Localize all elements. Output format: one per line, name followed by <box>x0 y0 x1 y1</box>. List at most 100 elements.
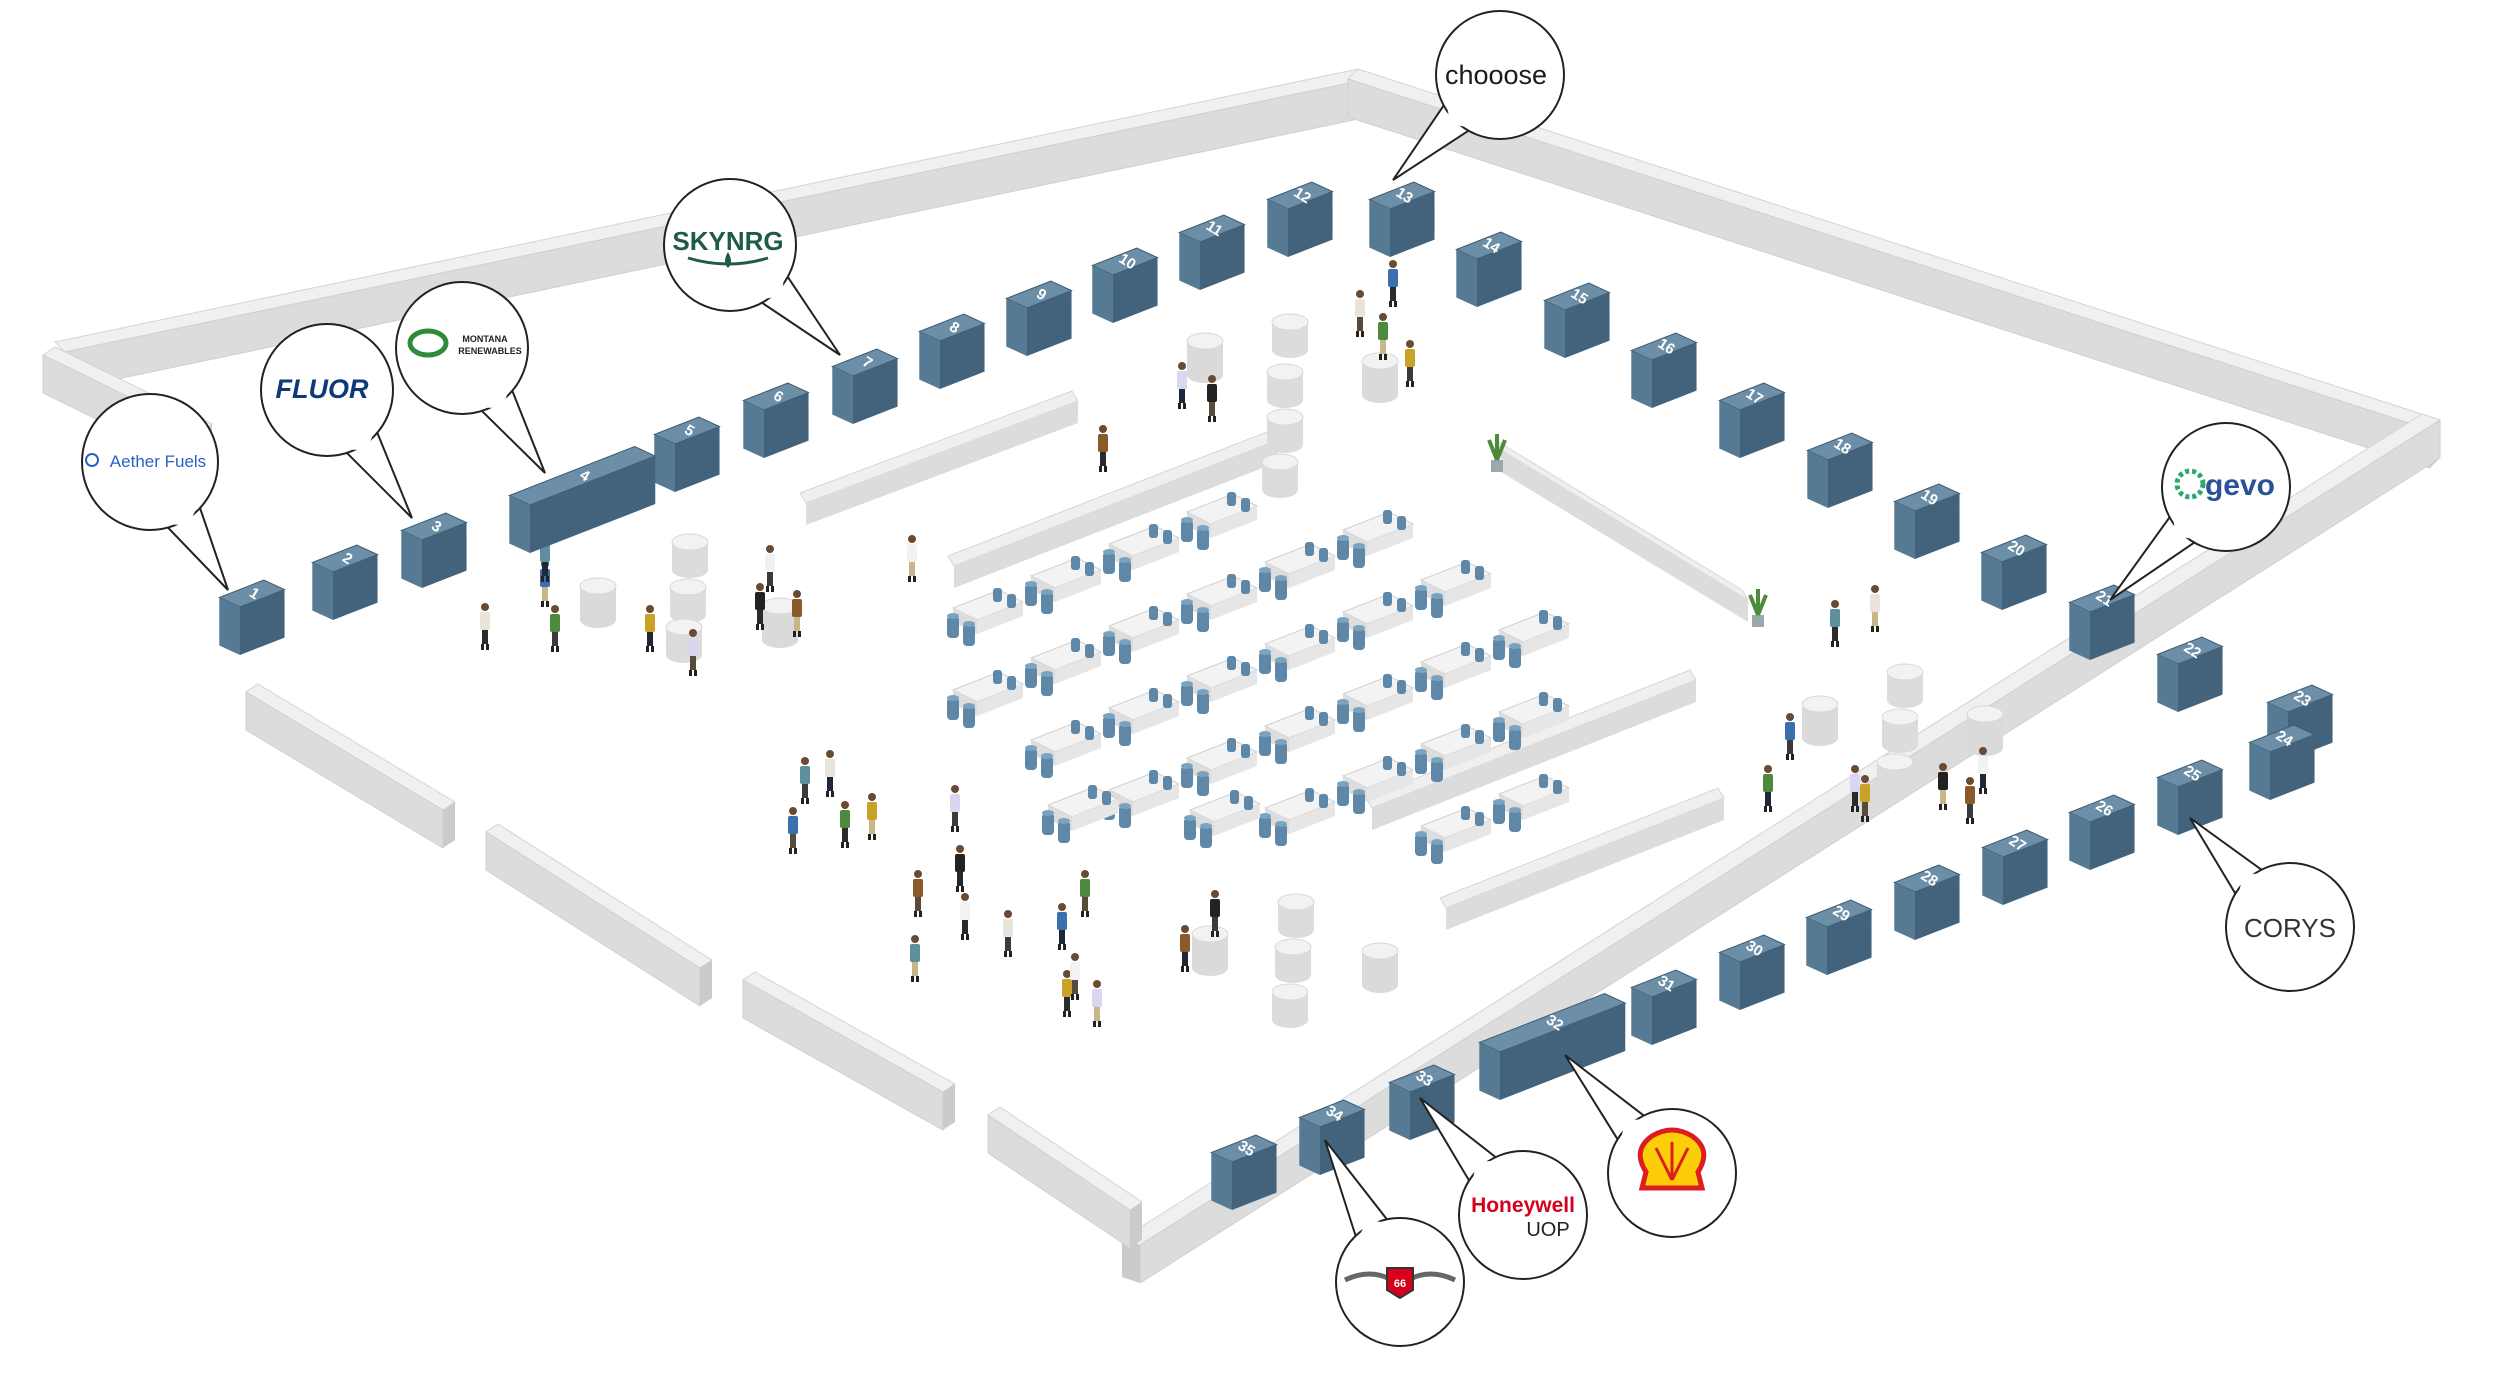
attendee-figure <box>1080 870 1090 917</box>
booth-number: 35 <box>1235 1137 1258 1160</box>
booth-16[interactable]: 16 <box>1630 332 1698 408</box>
booth-15[interactable]: 15 <box>1543 282 1611 358</box>
booth-6[interactable]: 6 <box>742 382 810 458</box>
booth-28[interactable]: 28 <box>1893 864 1961 940</box>
booth-20[interactable]: 20 <box>1980 534 2048 610</box>
booth-4[interactable]: 4 <box>508 445 657 553</box>
callout-corys[interactable]: CORYS <box>2189 817 2355 992</box>
callout-shell[interactable] <box>1564 1054 1737 1238</box>
attendee-figure <box>950 785 960 832</box>
stacked-stool <box>1266 363 1304 408</box>
booth-9[interactable]: 9 <box>1005 280 1073 356</box>
attendee-figure <box>825 750 835 797</box>
counter <box>1365 669 1697 830</box>
counter <box>1494 439 1749 622</box>
attendee-figure <box>1210 890 1220 937</box>
desk-group <box>1337 592 1415 650</box>
desk-group <box>1493 774 1571 832</box>
attendee-figure <box>645 605 655 652</box>
booth-1[interactable]: 1 <box>218 579 286 655</box>
booth-34[interactable]: 34 <box>1298 1099 1366 1175</box>
attendee-figure <box>1763 765 1773 812</box>
attendee-figure <box>1860 775 1870 822</box>
booth-number: 31 <box>1655 972 1678 995</box>
booth-5[interactable]: 5 <box>653 416 721 492</box>
counter <box>799 390 1079 525</box>
booth-number: 22 <box>2181 639 2204 662</box>
callout-phillips-66[interactable]: 66 <box>1324 1139 1465 1347</box>
booth-27[interactable]: 27 <box>1981 829 2049 905</box>
booth-number: 32 <box>1543 1011 1566 1034</box>
attendee-figure <box>792 590 802 637</box>
wall-front-segment <box>245 683 456 849</box>
attendee-figure <box>800 757 810 804</box>
booth-10[interactable]: 10 <box>1091 247 1159 323</box>
booth-13[interactable]: 13 <box>1368 181 1436 257</box>
booth-3[interactable]: 3 <box>400 512 468 588</box>
booth-18[interactable]: 18 <box>1806 432 1874 508</box>
desk-group <box>1025 720 1103 778</box>
booth-35[interactable]: 35 <box>1210 1134 1278 1210</box>
gevo-logo: gevo <box>2205 469 2275 502</box>
booth-number: 13 <box>1393 184 1416 207</box>
callout-skynrg[interactable]: SKYNRG <box>663 178 841 356</box>
callout-gevo[interactable]: gevo <box>2109 422 2291 601</box>
booth-11[interactable]: 11 <box>1178 214 1246 290</box>
attendee-figure <box>1405 340 1415 387</box>
callout-fluor[interactable]: FLUOR <box>260 323 413 519</box>
booth-22[interactable]: 22 <box>2156 636 2224 712</box>
attendee-figure <box>1870 585 1880 632</box>
booth-25[interactable]: 25 <box>2156 759 2224 835</box>
booth-7[interactable]: 7 <box>831 348 899 424</box>
booth-number: 15 <box>1568 285 1591 308</box>
booth-number: 20 <box>2005 537 2028 560</box>
booth-19[interactable]: 19 <box>1893 483 1961 559</box>
booth-2[interactable]: 2 <box>311 544 379 620</box>
booth-30[interactable]: 30 <box>1718 934 1786 1010</box>
attendee-figures <box>480 260 1988 1027</box>
phillips-66-logo: 66 <box>1394 1278 1406 1290</box>
phillips-66-wings-icon <box>1343 1267 1457 1300</box>
attendee-figure <box>1177 362 1187 409</box>
desk-group <box>947 670 1025 728</box>
attendee-figure <box>840 801 850 848</box>
chooose-logo: chooose <box>1445 60 1547 90</box>
booth-29[interactable]: 29 <box>1805 899 1873 975</box>
stacked-stool <box>671 533 709 578</box>
aether-fuels-icon <box>85 453 99 467</box>
corys-logo: CORYS <box>2244 913 2336 943</box>
attendee-figure <box>1092 980 1102 1027</box>
high-table <box>1186 332 1224 383</box>
desk-group <box>1259 624 1337 682</box>
attendee-figure <box>955 845 965 892</box>
stacked-stool <box>1876 753 1914 798</box>
desk-group <box>1415 560 1493 618</box>
booth-32[interactable]: 32 <box>1478 992 1627 1100</box>
booth-8[interactable]: 8 <box>918 313 986 389</box>
desk-group <box>1181 656 1259 714</box>
booth-12[interactable]: 12 <box>1266 181 1334 257</box>
desk-group <box>1181 492 1259 550</box>
stacked-stool <box>1881 708 1919 753</box>
stacked-stool <box>1271 983 1309 1028</box>
booth-31[interactable]: 31 <box>1630 969 1698 1045</box>
desk-group <box>1103 606 1181 664</box>
attendee-figure <box>1850 765 1860 812</box>
attendee-figure <box>1003 910 1013 957</box>
high-table <box>579 577 617 628</box>
attendee-figure <box>1057 903 1067 950</box>
booth-24[interactable]: 24 <box>2248 724 2316 800</box>
callout-aether-fuels[interactable]: Aether Fuels <box>81 393 229 591</box>
booth-17[interactable]: 17 <box>1718 382 1786 458</box>
attendee-figure <box>1062 970 1072 1017</box>
desk-group <box>1337 756 1415 814</box>
stacked-stool <box>1261 453 1299 498</box>
booth-26[interactable]: 26 <box>2068 794 2136 870</box>
attendee-figure <box>1978 747 1988 794</box>
callout-chooose[interactable]: chooose <box>1392 10 1565 181</box>
booth-14[interactable]: 14 <box>1455 231 1523 307</box>
